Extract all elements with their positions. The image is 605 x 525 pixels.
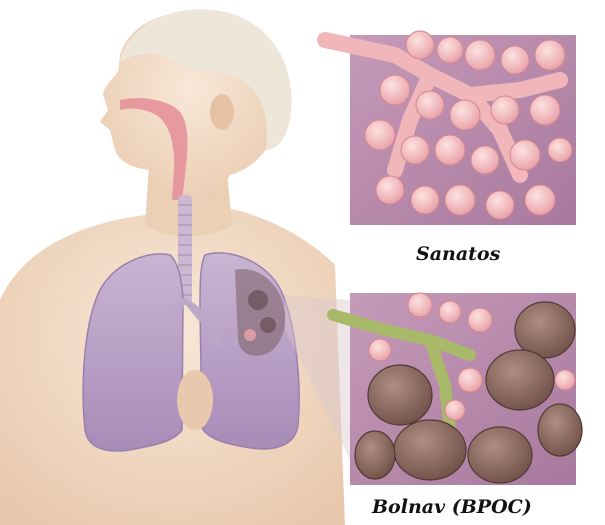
mediastinum-shadow xyxy=(177,370,213,430)
ear xyxy=(210,94,234,130)
diseased-alveoli-panel xyxy=(333,293,582,485)
human-figure xyxy=(0,9,345,525)
damaged-spot xyxy=(260,317,276,333)
diseased-caption: Bolnav (BPOC) xyxy=(372,496,532,518)
damaged-spot xyxy=(248,290,268,310)
damaged-spot xyxy=(244,329,256,341)
healthy-caption: Sanatos xyxy=(416,243,500,265)
healthy-alveoli-panel xyxy=(325,31,576,225)
